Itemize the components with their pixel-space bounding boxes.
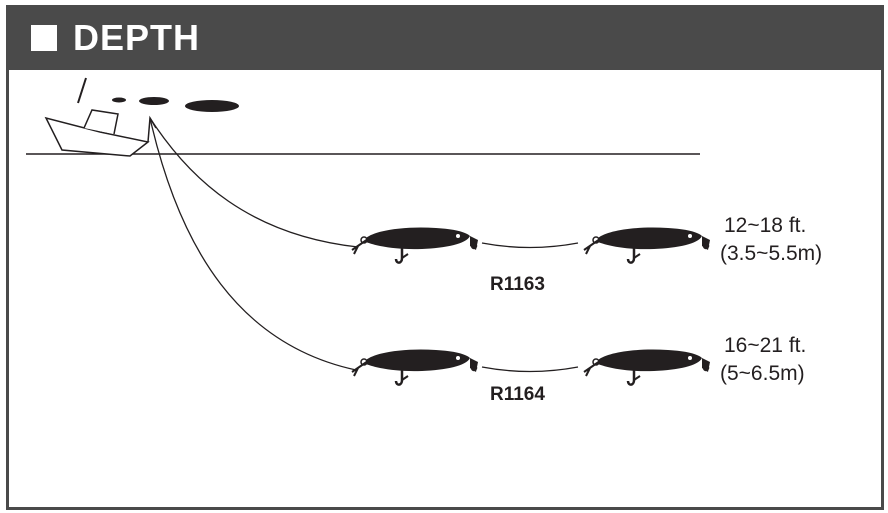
wake-mark — [139, 97, 169, 105]
lure-model-label: R1163 — [490, 274, 545, 295]
depth-feet-label: 16~21 ft. — [724, 334, 807, 357]
travel-line — [481, 366, 579, 373]
wake-mark — [185, 100, 239, 112]
lure-icon — [582, 226, 712, 264]
depth-feet-label: 12~18 ft. — [724, 214, 807, 237]
panel-header: DEPTH — [9, 8, 881, 70]
lure-model-label: R1164 — [490, 384, 545, 405]
depth-meter-label: (3.5~5.5m) — [720, 242, 823, 265]
lure-icon — [582, 348, 712, 386]
fishing-line — [149, 117, 359, 248]
boat-icon — [44, 77, 157, 157]
travel-line — [481, 242, 579, 249]
fishing-line — [149, 117, 357, 371]
depth-panel: DEPTH — [6, 5, 884, 510]
square-bullet-icon — [31, 25, 57, 51]
lure-icon — [350, 348, 480, 386]
panel-title: DEPTH — [73, 17, 201, 58]
depth-meter-label: (5~6.5m) — [720, 362, 805, 385]
wake-mark — [112, 97, 126, 103]
lure-icon — [350, 226, 480, 264]
